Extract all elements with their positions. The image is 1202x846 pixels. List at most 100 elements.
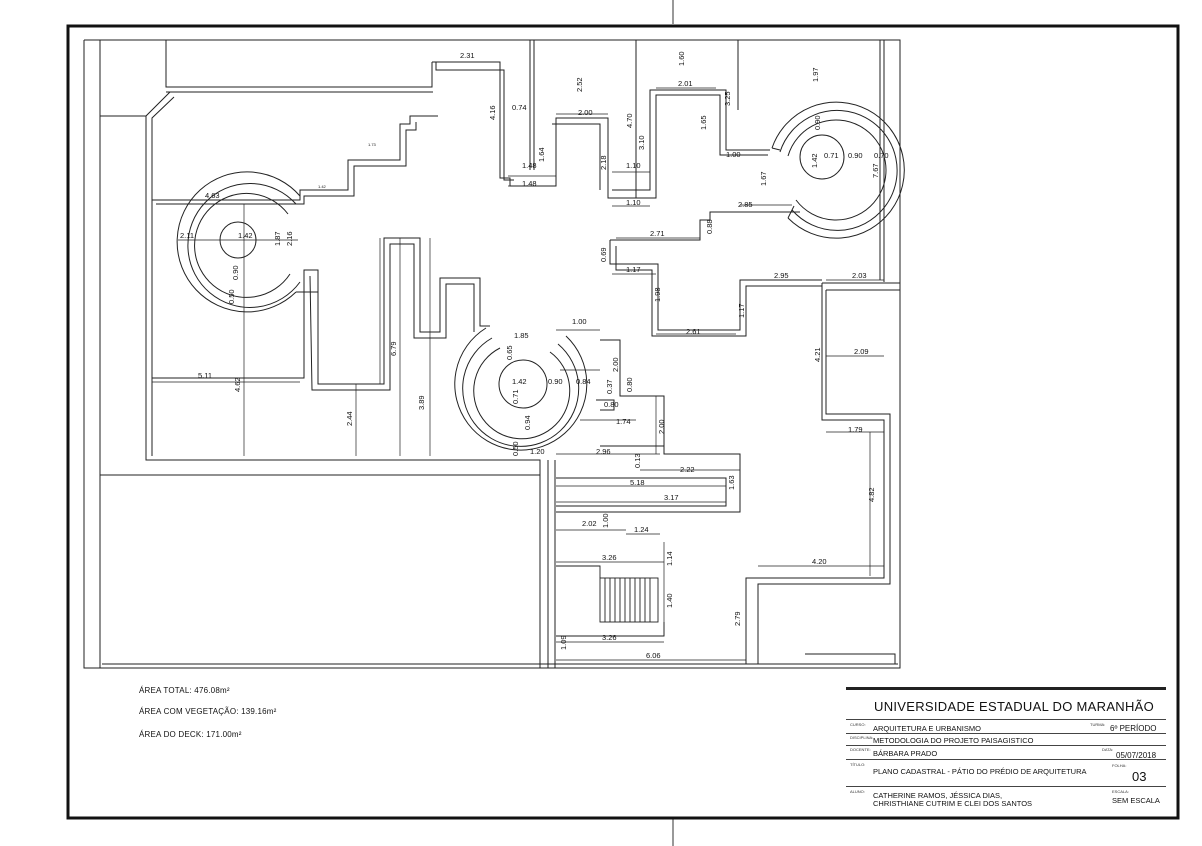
deck-area-note: ÁREA DO DECK: 171.00m² [139,730,242,739]
dim-label: 1.14 [665,551,674,566]
title-row: TÍTULO: PLANO CADASTRAL - PÁTIO DO PRÉDI… [846,759,1166,787]
dim-label: 2.18 [599,155,608,170]
dim-label: 1.42 [512,377,527,386]
dim-label: 0.94 [523,415,532,430]
sheet-value: 03 [1132,769,1147,784]
discipline-key: DISCIPLINA: [850,735,874,740]
course-key: CURSO: [850,722,866,727]
dim-label: 2.85 [738,200,753,209]
dim-label: 3.89 [417,395,426,410]
dim-label: 1.10 [626,198,641,207]
dim-label: 0.88 [705,219,714,234]
dim-label: 1.98 [653,287,662,302]
dim-label: 1.42 [318,184,327,189]
date-key: DATA: [1102,747,1114,752]
date-value: 05/07/2018 [1116,751,1157,760]
dim-label: 0.50 [511,441,520,456]
dim-label: 0.71 [824,151,839,160]
dim-label: 2.02 [582,519,597,528]
dimension-labels: 2.31 0.74 4.16 2.52 4.70 1.60 2.01 3.25 … [180,51,889,660]
dim-label: 2.11 [180,231,194,240]
dim-label: 1.00 [601,513,610,528]
dim-label: 1.87 [273,231,282,246]
dim-label: 7.67 [871,163,880,178]
stair [556,565,665,637]
title-block: UNIVERSIDADE ESTADUAL DO MARANHÃO CURSO:… [846,687,1166,816]
dim-label: 3.26 [602,553,617,562]
dim-label: 1.48 [522,179,537,188]
dim-label: 2.31 [460,51,475,60]
dim-label: 2.03 [852,271,867,280]
dim-label: 2.09 [854,347,869,356]
teacher-key: DOCENTE: [850,747,871,752]
dim-label: 1.79 [848,425,863,434]
dim-label: 1.63 [727,475,736,490]
dim-label: 0.90 [231,265,240,280]
dim-label: 4.63 [205,191,220,200]
dim-label: 0.13 [633,453,642,468]
discipline-value: METODOLOGIA DO PROJETO PAISAGISTICO [873,736,1034,745]
dim-label: 1.48 [522,161,537,170]
dim-label: 1.60 [677,51,686,66]
dim-label: 0.71 [511,389,520,404]
site-outline [83,39,901,669]
dim-label: 1.67 [759,171,768,186]
dim-label: 0.90 [848,151,863,160]
dim-label: 4.20 [812,557,827,566]
students-row: ALUNO: CATHERINE RAMOS, JÉSSICA DIAS, CH… [846,786,1166,813]
dim-label: 1.09 [559,635,568,650]
dim-label: 1.42 [238,231,253,240]
class-key: TURMA: [1090,722,1106,727]
dim-label: 1.20 [530,447,545,456]
dimension-lines [152,61,884,664]
dim-label: 1.00 [572,317,587,326]
dim-label: 1.64 [537,147,546,162]
dim-label: 2.44 [345,411,354,426]
dim-label: 6.06 [646,651,661,660]
university-name: UNIVERSIDADE ESTADUAL DO MARANHÃO [874,699,1155,714]
dim-label: 0.90 [548,377,563,386]
scale-value: SEM ESCALA [1112,796,1160,805]
vegetation-area-note: ÁREA COM VEGETAÇÃO: 139.16m² [139,707,277,716]
dim-label: 2.01 [678,79,693,88]
dim-label: 4.21 [813,347,822,362]
dim-label: 3.10 [637,135,646,150]
dim-label: 1.10 [626,161,641,170]
dim-label: 2.96 [596,447,611,456]
teacher-row: DOCENTE: BÁRBARA PRADO DATA: 05/07/2018 [846,745,1166,760]
dim-label: 2.61 [686,327,701,336]
dim-label: 2.00 [578,108,593,117]
dim-label: 1.17 [737,303,746,318]
dim-label: 0.90 [813,115,822,130]
dim-label: 3.17 [664,493,679,502]
dim-label: 0.80 [604,400,619,409]
dim-label: 4.82 [867,487,876,502]
title-key: TÍTULO: [850,762,866,767]
dim-label: 0.37 [605,379,614,394]
dim-label: 2.95 [774,271,789,280]
dim-label: 2.00 [657,419,666,434]
dim-label: 5.18 [630,478,645,487]
dim-label: 1.85 [514,331,529,340]
total-area-note: ÁREA TOTAL: 476.08m² [139,686,230,695]
circular-planters [176,101,905,451]
dim-label: 1.74 [616,417,631,426]
deck-borders [152,40,822,513]
title-value: PLANO CADASTRAL - PÁTIO DO PRÉDIO DE ARQ… [873,767,1087,776]
dim-label: 2.52 [575,77,584,92]
dim-label: 1.65 [699,115,708,130]
dim-label: 1.97 [811,67,820,82]
course-value: ARQUITETURA E URBANISMO [873,724,981,733]
dim-label: 0.70 [874,151,889,160]
dim-label: 1.40 [665,593,674,608]
dim-label: 2.00 [611,357,620,372]
students-key: ALUNO: [850,789,865,794]
dim-label: 1.17 [626,265,641,274]
students-line-2: CHRISTHIANE CUTRIM E CLEI DOS SANTOS [873,799,1033,808]
dim-label: 0.65 [505,345,514,360]
class-value: 6º PERÍODO [1110,724,1157,733]
dim-label: 4.70 [625,113,634,128]
course-row: CURSO: ARQUITETURA E URBANISMO TURMA: 6º… [846,719,1166,734]
dim-label: 4.62 [233,377,242,392]
